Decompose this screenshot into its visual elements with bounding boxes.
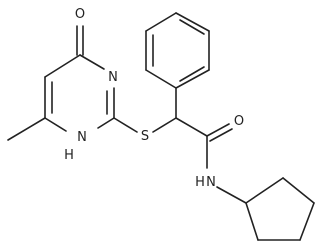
bond-c4-c5 [44,54,81,78]
bond-n-cyclopentyl [216,186,247,204]
phenyl-bond-3 [145,12,177,32]
cyclopentyl-ring [245,177,315,241]
bond-n3-c4 [79,54,105,70]
bond-c6-n1 [44,117,67,132]
atom-label-amide-nitrogen: N [206,175,216,190]
thioether-linkage [113,87,177,133]
bond-camide-o-a [206,123,230,137]
pyrimidinone-ring [7,25,115,141]
cyclopentyl-bond-3 [299,202,315,241]
bond-c6-methyl [7,117,46,141]
phenyl-bond-4 [175,12,210,32]
bond-camide-o-b [209,128,233,142]
phenyl-bond-6 [175,69,210,89]
phenyl-double-2 [179,19,205,35]
atom-label-carbonyl-oxygen: O [75,7,85,22]
atom-label-amide-hydrogen: H [195,175,205,190]
atom-label-sulfur: S [141,129,149,144]
bond-s-calpha [152,117,177,133]
cyclopentyl-bond-1 [245,177,284,204]
atom-label-ring-nh-nitrogen: N [77,130,87,145]
atom-label-amide-oxygen: O [234,114,244,129]
atom-label-ring-nitrogen: N [108,70,118,85]
phenyl-bond-1 [145,69,177,89]
phenyl-ring [145,12,210,89]
bond-c2-s [113,117,138,133]
amide-group [175,117,247,204]
phenyl-double-3 [179,66,205,82]
bond-n1-c2 [97,117,115,129]
cyclopentyl-bond-2 [282,177,315,204]
cyclopentyl-bond-5 [245,202,259,241]
atom-label-ring-nh-hydrogen: H [64,148,74,163]
bond-calpha-camide [175,117,208,137]
